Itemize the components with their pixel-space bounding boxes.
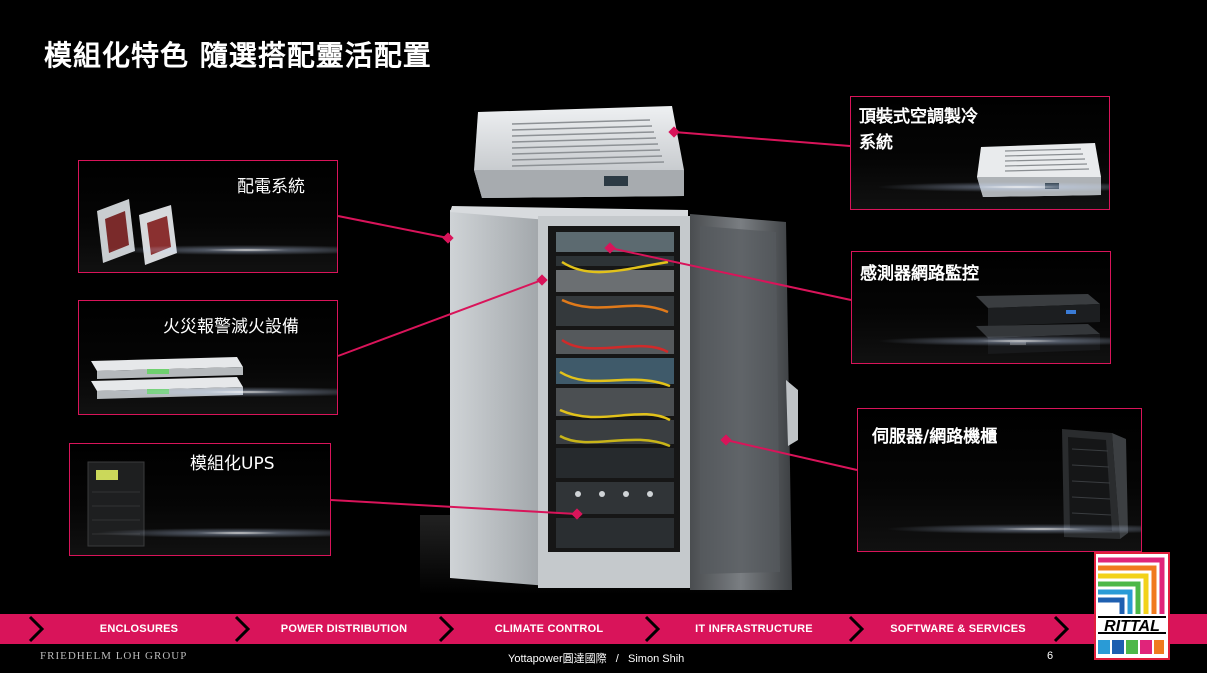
callout-sensor-monitoring: 感測器網路監控 — [851, 251, 1111, 364]
callout-label-climate-2: 系統 — [859, 133, 893, 153]
nav-item-enclosures[interactable]: ENCLOSURES — [99, 623, 179, 635]
chevron-right-icon — [848, 615, 865, 643]
page-number: 6 — [1047, 650, 1054, 662]
rittal-logo-stripes — [1098, 556, 1166, 614]
callout-label-rack: 伺服器/網路機櫃 — [872, 427, 998, 447]
callout-fire-suppression: 火災報警滅火設備 — [78, 300, 338, 415]
footer-brand: FRIEDHELM LOH GROUP — [40, 650, 188, 662]
chevron-right-icon — [644, 615, 661, 643]
rittal-logo: RITTAL — [1094, 552, 1170, 660]
rack-sockets — [575, 491, 653, 497]
roof-ac-unit — [474, 106, 684, 198]
power-module-image — [97, 199, 177, 265]
chevron-right-icon — [234, 615, 251, 643]
footer-presenter: Yottapower圓達國際 / Simon Shih — [508, 653, 685, 665]
nav-item-power-distribution[interactable]: POWER DISTRIBUTION — [280, 623, 408, 635]
ac-unit-image — [977, 143, 1101, 197]
nav-item-climate-control[interactable]: CLIMATE CONTROL — [494, 623, 604, 635]
connector-lines — [330, 131, 858, 515]
callout-label-climate-1: 頂裝式空調製冷 — [859, 107, 978, 127]
nav-item-software-services[interactable]: SOFTWARE & SERVICES — [890, 623, 1026, 635]
server-rack-image — [1062, 429, 1128, 539]
sensor-device-image — [976, 294, 1100, 354]
nav-item-it-infrastructure[interactable]: IT INFRASTRUCTURE — [695, 623, 813, 635]
chevron-right-icon — [28, 615, 45, 643]
chevron-right-icon — [1053, 615, 1070, 643]
callout-label-fire: 火災報警滅火設備 — [163, 317, 299, 337]
slide-title: 模組化特色 隨選搭配靈活配置 — [44, 39, 432, 72]
rittal-logo-bottom-bars — [1098, 640, 1164, 654]
callout-modular-ups: 模組化UPS — [69, 443, 331, 556]
nav-chevrons — [28, 615, 1070, 643]
callout-server-rack: 伺服器/網路機櫃 — [857, 408, 1142, 552]
nav-band — [0, 614, 1207, 644]
fire-device-image — [91, 357, 243, 399]
callout-power-distribution: 配電系統 — [78, 160, 338, 273]
chevron-right-icon — [438, 615, 455, 643]
callout-label-ups: 模組化UPS — [190, 454, 275, 474]
rack-equipment — [556, 232, 674, 548]
cables — [559, 260, 671, 448]
callout-label-sensor: 感測器網路監控 — [860, 264, 979, 284]
cabinet-side — [450, 210, 548, 586]
callout-rooftop-climate: 頂裝式空調製冷 系統 — [850, 96, 1110, 210]
rittal-logo-text: RITTAL — [1098, 616, 1166, 635]
callout-label-power: 配電系統 — [237, 177, 305, 197]
ups-image — [87, 461, 145, 547]
